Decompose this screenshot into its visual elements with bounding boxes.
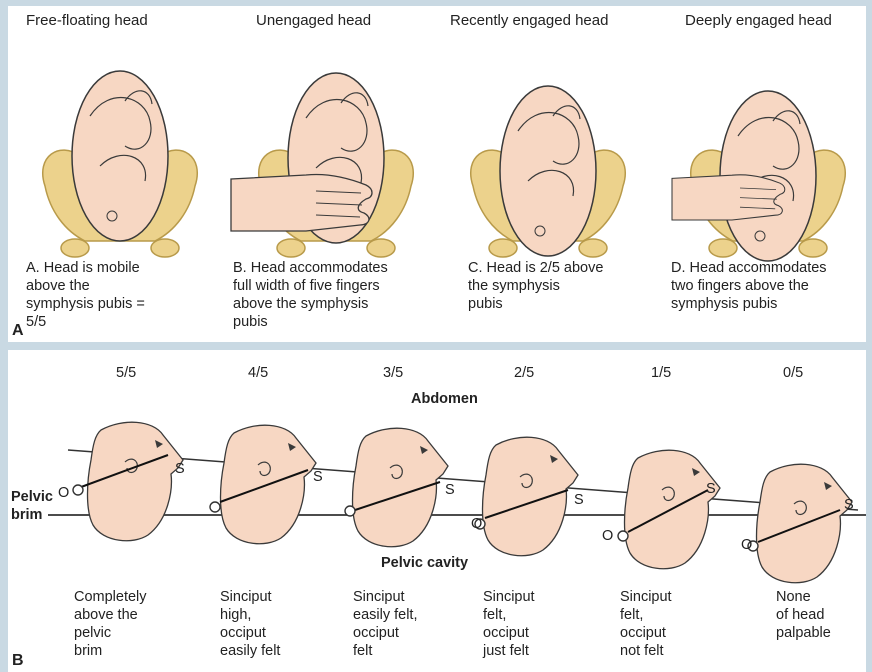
- description-4: Sinciput felt, occiput just felt: [483, 588, 535, 660]
- head-3-5: [353, 428, 449, 547]
- fraction-4-5: 4/5: [248, 364, 268, 382]
- description-2: Sinciput high, occiput easily felt: [220, 588, 280, 660]
- fraction-1-5: 1/5: [651, 364, 671, 382]
- illustration-deeply-engaged: [672, 91, 845, 261]
- pelvic-cavity-label: Pelvic cavity: [381, 554, 468, 572]
- description-5: Sinciput felt, occiput not felt: [620, 588, 672, 660]
- panel-b-label: B: [12, 652, 24, 670]
- stage-caption-2: B. Head accommodates full width of five …: [233, 259, 388, 331]
- head-5-5: [88, 422, 184, 541]
- illustration-unengaged: [231, 73, 413, 257]
- fraction-3-5: 3/5: [383, 364, 403, 382]
- stage-title-4: Deeply engaged head: [685, 12, 832, 30]
- fraction-2-5: 2/5: [514, 364, 534, 382]
- sinciput-label: S: [574, 491, 584, 509]
- panel-a-label: A: [12, 322, 24, 340]
- sinciput-label: S: [445, 481, 455, 499]
- abdomen-label: Abdomen: [411, 390, 478, 408]
- sinciput-label: S: [175, 460, 185, 478]
- stage-caption-3: C. Head is 2/5 above the symphysis pubis: [468, 259, 603, 313]
- sinciput-label: S: [844, 496, 854, 514]
- sinciput-label: S: [706, 480, 716, 498]
- stage-caption-4: D. Head accommodates two fingers above t…: [671, 259, 827, 313]
- fraction-0-5: 0/5: [783, 364, 803, 382]
- occiput-label: O: [741, 536, 752, 554]
- occiput-label: O: [602, 527, 613, 545]
- abdomen-line: [68, 450, 858, 510]
- panel-b: 5/5 4/5 3/5 2/5 1/5 0/5 Abdomen Pelvic b…: [8, 350, 866, 672]
- head-2-5: [483, 437, 579, 556]
- stage-title-2: Unengaged head: [256, 12, 371, 30]
- stage-title-1: Free-floating head: [26, 12, 148, 30]
- occiput-label: O: [471, 515, 482, 533]
- illustration-free-floating: [43, 71, 198, 257]
- pelvic-brim-label: Pelvic brim: [11, 488, 53, 524]
- description-3: Sinciput easily felt, occiput felt: [353, 588, 417, 660]
- fraction-5-5: 5/5: [116, 364, 136, 382]
- panel-a: Free-floating head Unengaged head Recent…: [8, 6, 866, 342]
- illustration-recently-engaged: [471, 86, 626, 257]
- stage-caption-1: A. Head is mobile above the symphysis pu…: [26, 259, 145, 331]
- occiput-label: O: [58, 484, 69, 502]
- description-6: None of head palpable: [776, 588, 831, 642]
- sinciput-label: S: [313, 468, 323, 486]
- stage-title-3: Recently engaged head: [450, 12, 608, 30]
- description-1: Completely above the pelvic brim: [74, 588, 147, 660]
